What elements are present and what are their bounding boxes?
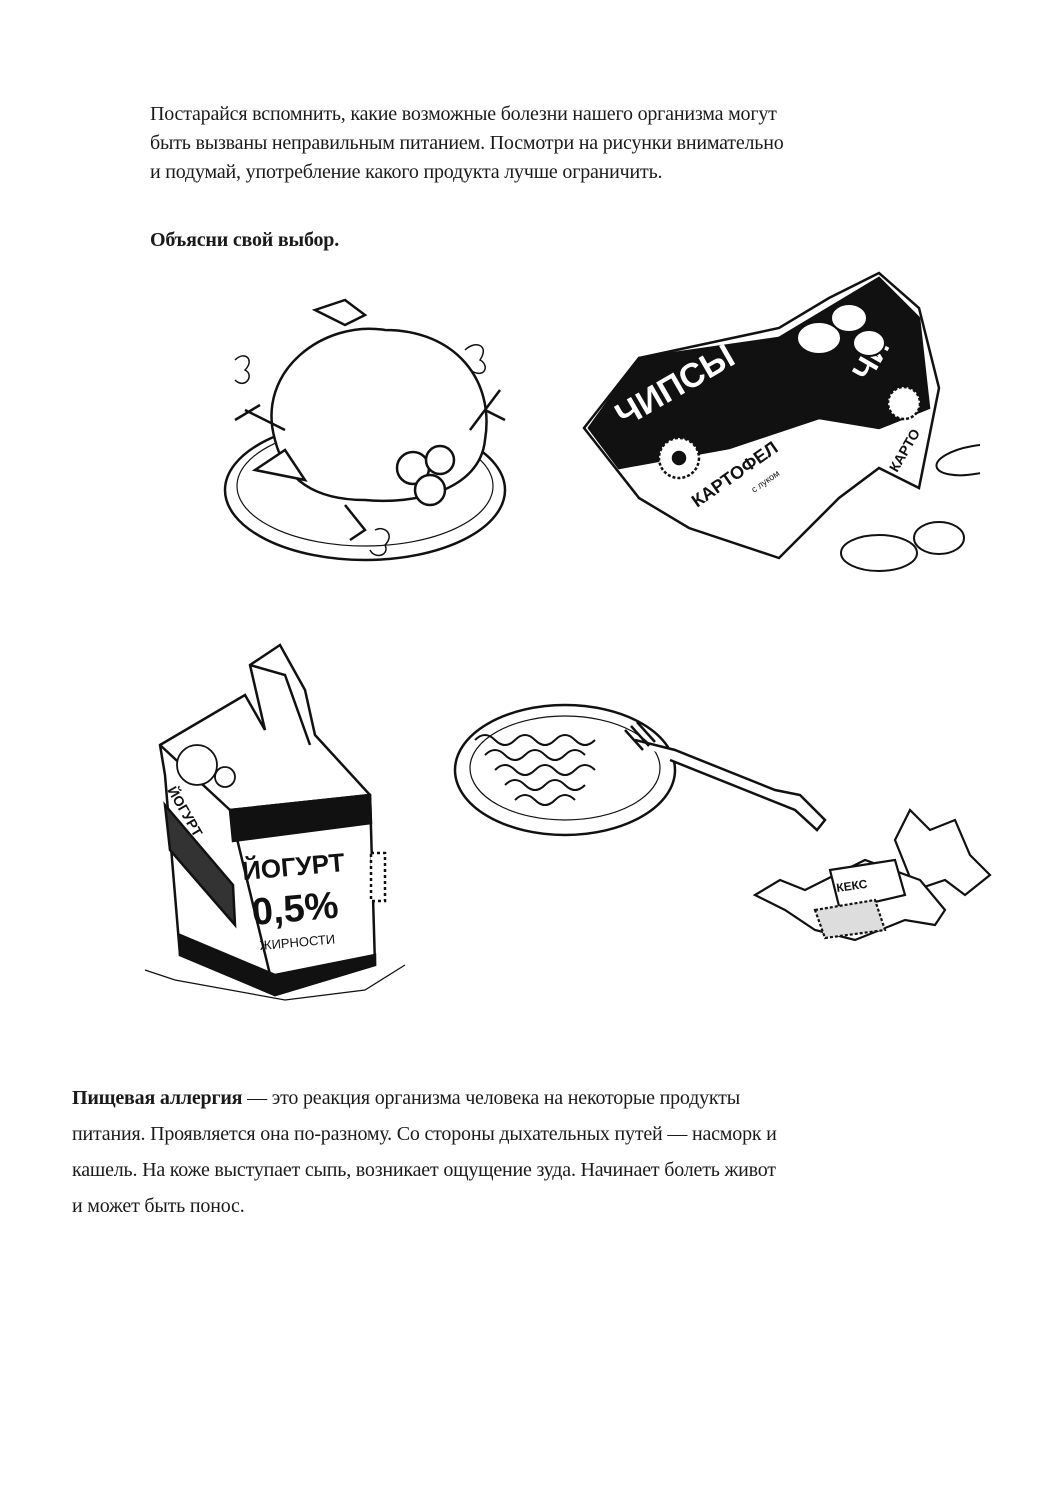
pasta-plate-illustration (445, 690, 845, 860)
allergy-line: питания. Проявляется она по-разному. Со … (72, 1123, 777, 1145)
yogurt-carton-illustration: ЙОГУРТ 0,5% ЖИРНОСТИ ЙОГУРТ (135, 635, 425, 1005)
yogurt-fat-text: 0,5% (250, 885, 340, 934)
candy-wrapper-text: КЕКС (835, 877, 868, 895)
intro-line: быть вызваны неправильным питанием. Посм… (150, 132, 784, 154)
allergy-line: и может быть понос. (72, 1195, 245, 1217)
candies-illustration: КЕКС (745, 800, 1000, 950)
task-heading: Объясни свой выбор. (150, 229, 340, 251)
yogurt-fat-label: ЖИРНОСТИ (259, 931, 336, 953)
intro-line: и подумай, употребление какого продукта … (150, 161, 663, 183)
intro-line: Постарайся вспомнить, какие возможные бо… (150, 103, 777, 125)
allergy-line: — это реакция организма человека на неко… (242, 1087, 740, 1109)
allergy-line: кашель. На коже выступает сыпь, возникае… (72, 1159, 776, 1181)
intro-paragraph: Постарайся вспомнить, какие возможные бо… (150, 100, 980, 187)
chips-illustration: ЧИПСЫ ЧИ КАРТОФЕЛ с луком КАРТО (578, 268, 980, 584)
roast-chicken-illustration (215, 290, 525, 580)
allergy-paragraph: Пищевая аллергия — это реакция организма… (72, 1080, 992, 1224)
allergy-term: Пищевая аллергия (72, 1087, 243, 1109)
